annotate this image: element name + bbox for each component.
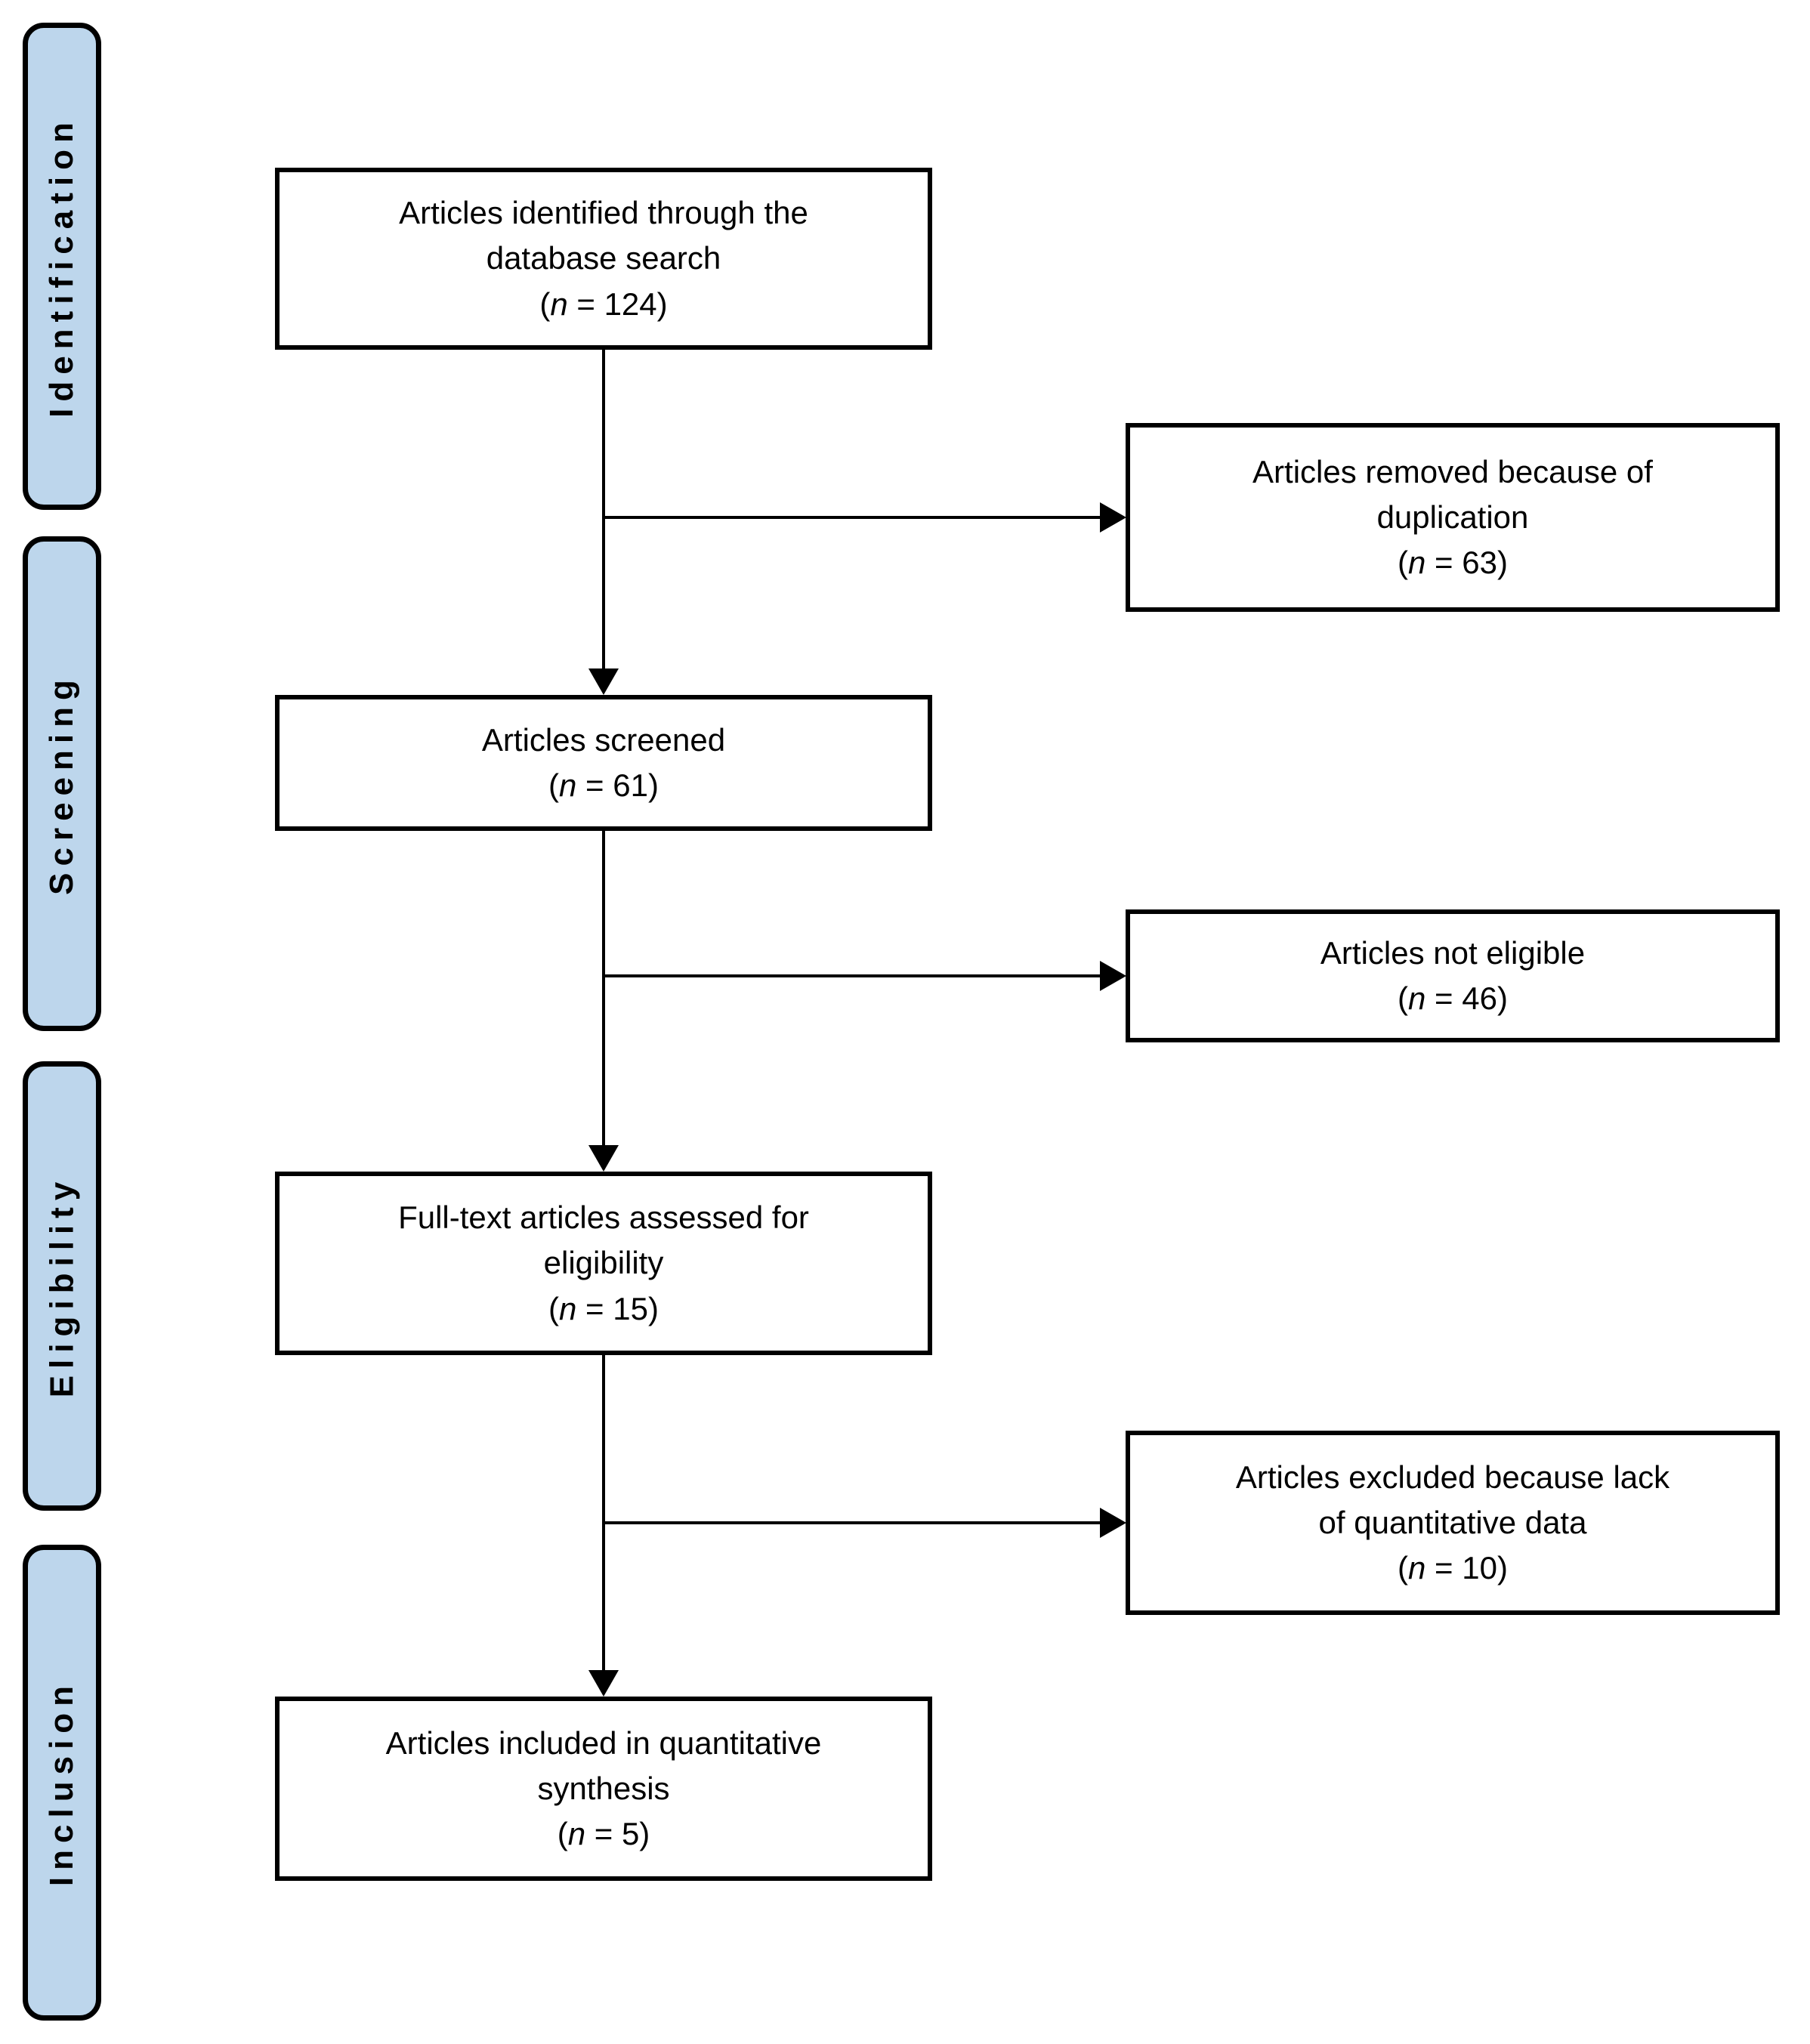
count-open-paren: ( xyxy=(548,767,560,803)
box-label: Full-text articles assessed for eligibil… xyxy=(398,1200,809,1281)
count-close-paren: ) xyxy=(647,767,659,803)
stage-label-eligibility: Eligibility xyxy=(23,1061,101,1511)
count-close-paren: ) xyxy=(1496,1550,1508,1586)
connector-branch-not-eligible xyxy=(602,974,1100,977)
count-n-symbol: n xyxy=(550,286,568,322)
count-n-symbol: n xyxy=(1408,1550,1426,1586)
flow-box-not-eligible: Articles not eligible (n = 46) xyxy=(1126,909,1780,1042)
connector-identified-to-screened xyxy=(602,350,605,670)
count-value: 5 xyxy=(621,1816,640,1852)
count-open-paren: ( xyxy=(548,1290,560,1326)
count-equals: = xyxy=(576,767,613,803)
count-equals: = xyxy=(1425,1550,1463,1586)
flow-box-identified: Articles identified through the database… xyxy=(275,168,932,350)
count-close-paren: ) xyxy=(1496,545,1508,581)
box-label: Articles not eligible xyxy=(1320,934,1586,971)
box-label: Articles identified through the database… xyxy=(399,195,808,276)
box-count: (n = 124) xyxy=(539,282,667,327)
stage-label-identification-text: Identification xyxy=(43,115,80,418)
count-value: 61 xyxy=(613,767,648,803)
count-n-symbol: n xyxy=(1408,980,1426,1016)
count-n-symbol: n xyxy=(559,767,577,803)
count-equals: = xyxy=(1425,545,1463,581)
box-label: Articles excluded because lack of quanti… xyxy=(1235,1459,1670,1540)
stage-label-screening: Screening xyxy=(23,536,101,1031)
box-count: (n = 10) xyxy=(1398,1545,1508,1591)
count-open-paren: ( xyxy=(539,286,551,322)
connector-branch-removed-duplication xyxy=(602,516,1100,519)
flow-box-fulltext-assessed: Full-text articles assessed for eligibil… xyxy=(275,1172,932,1355)
count-value: 10 xyxy=(1462,1550,1497,1586)
box-count: (n = 15) xyxy=(548,1286,659,1332)
count-value: 63 xyxy=(1462,545,1497,581)
stage-label-inclusion: Inclusion xyxy=(23,1545,101,2021)
count-open-paren: ( xyxy=(557,1816,568,1852)
connector-branch-excluded-lack-data xyxy=(602,1521,1100,1524)
count-equals: = xyxy=(585,1816,622,1852)
flow-box-included-synthesis: Articles included in quantitative synthe… xyxy=(275,1697,932,1881)
count-close-paren: ) xyxy=(1496,980,1508,1016)
arrowhead-down-fulltext xyxy=(588,1145,619,1172)
connector-fulltext-to-included xyxy=(602,1355,605,1672)
arrowhead-down-included xyxy=(588,1670,619,1697)
flow-box-removed-duplication: Articles removed because of duplication … xyxy=(1126,423,1780,612)
count-value: 46 xyxy=(1462,980,1497,1016)
arrowhead-right-excluded-lack-data xyxy=(1100,1508,1126,1538)
stage-label-screening-text: Screening xyxy=(43,672,80,895)
flow-box-excluded-lack-data: Articles excluded because lack of quanti… xyxy=(1126,1431,1780,1615)
box-label: Articles screened xyxy=(481,721,726,758)
count-equals: = xyxy=(576,1290,613,1326)
count-open-paren: ( xyxy=(1398,545,1409,581)
count-equals: = xyxy=(1425,980,1463,1016)
box-count: (n = 61) xyxy=(548,763,659,808)
arrowhead-right-removed-duplication xyxy=(1100,502,1126,533)
count-value: 15 xyxy=(613,1290,648,1326)
box-label: Articles included in quantitative synthe… xyxy=(385,1724,822,1806)
box-count: (n = 46) xyxy=(1398,976,1508,1021)
box-count: (n = 63) xyxy=(1398,540,1508,585)
count-value: 124 xyxy=(604,286,657,322)
stage-label-identification: Identification xyxy=(23,23,101,510)
arrowhead-right-not-eligible xyxy=(1100,961,1126,991)
arrowhead-down-screened xyxy=(588,668,619,695)
box-label: Articles removed because of duplication xyxy=(1252,453,1653,535)
count-equals: = xyxy=(567,286,604,322)
count-n-symbol: n xyxy=(559,1290,577,1326)
box-count: (n = 5) xyxy=(558,1811,650,1857)
count-n-symbol: n xyxy=(567,1816,586,1852)
stage-label-eligibility-text: Eligibility xyxy=(43,1175,81,1397)
count-close-paren: ) xyxy=(639,1816,650,1852)
count-close-paren: ) xyxy=(656,286,668,322)
stage-label-inclusion-text: Inclusion xyxy=(43,1678,80,1887)
flow-box-screened: Articles screened (n = 61) xyxy=(275,695,932,831)
connector-screened-to-fulltext xyxy=(602,831,605,1147)
count-open-paren: ( xyxy=(1398,980,1409,1016)
count-n-symbol: n xyxy=(1408,545,1426,581)
count-close-paren: ) xyxy=(647,1290,659,1326)
count-open-paren: ( xyxy=(1398,1550,1409,1586)
